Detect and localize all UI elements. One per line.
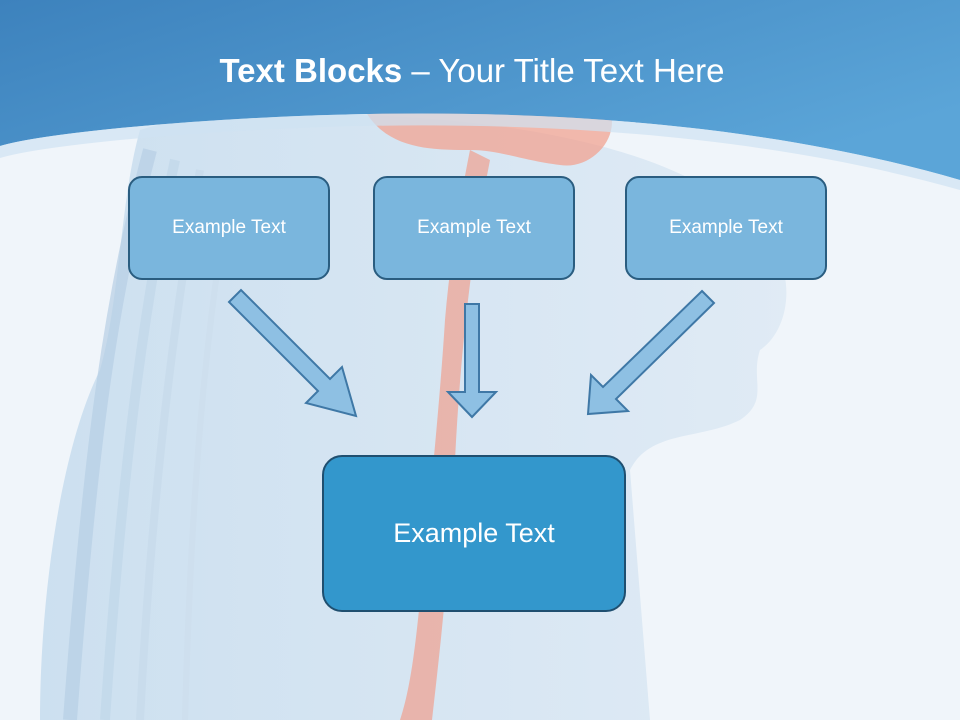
title-dash: – — [402, 52, 439, 89]
title-bold-part: Text Blocks — [219, 52, 403, 89]
title-rest: Your Title Text Here — [438, 52, 725, 89]
arrow-center-down — [445, 303, 499, 419]
arrow-left-diagonal — [227, 288, 358, 418]
text-block-center[interactable]: Example Text — [373, 176, 575, 280]
arrow-right-diagonal — [586, 289, 716, 416]
text-block-left[interactable]: Example Text — [128, 176, 330, 280]
text-block-right[interactable]: Example Text — [625, 176, 827, 280]
slide-title: Text Blocks – Your Title Text Here — [0, 52, 944, 90]
text-block-main[interactable]: Example Text — [322, 455, 626, 612]
